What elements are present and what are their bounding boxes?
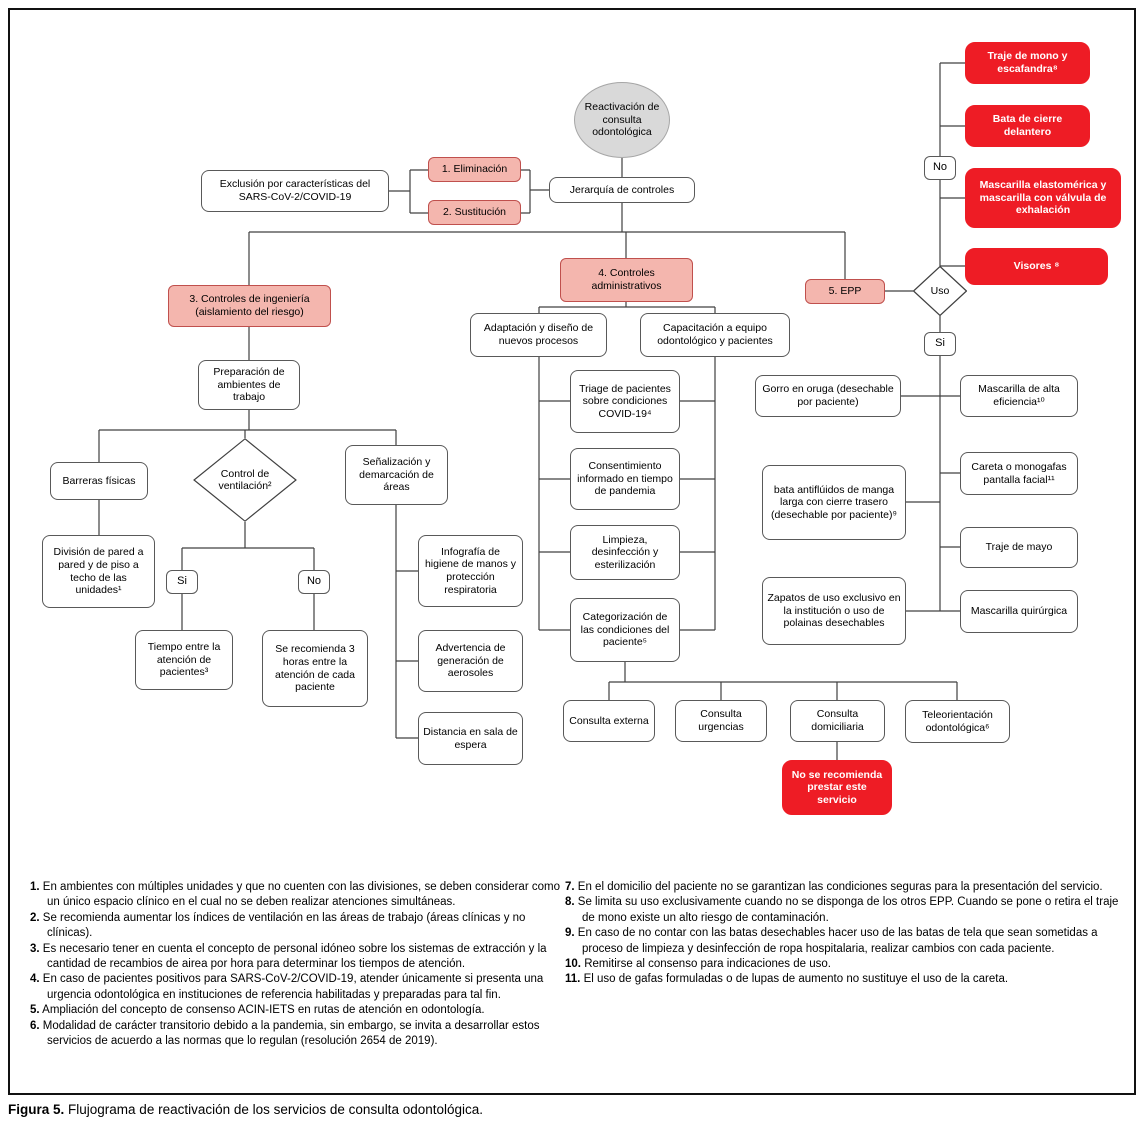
node-consulta-domiciliaria: Consulta domiciliaria <box>790 700 885 742</box>
node-sustitucion: 2. Sustitución <box>428 200 521 225</box>
node-jerarquia-controles: Jerarquía de controles <box>549 177 695 203</box>
node-visores: Visores ⁸ <box>965 248 1108 285</box>
footnotes-right-column: 7. En el domicilio del paciente no se ga… <box>565 880 1129 988</box>
footnote-11: 11. El uso de gafas formuladas o de lupa… <box>565 972 1129 987</box>
footnote-text: En caso de pacientes positivos para SARS… <box>42 973 544 1001</box>
node-mascarilla-alta-eficiencia: Mascarilla de alta eficiencia¹⁰ <box>960 375 1078 417</box>
footnote-number: 10. <box>565 958 581 971</box>
footnote-text: En el domicilio del paciente no se garan… <box>577 881 1103 893</box>
diamond-shape <box>913 266 967 316</box>
footnote-3: 3. Es necesario tener en cuenta el conce… <box>30 942 560 973</box>
footnote-number: 7. <box>565 881 575 893</box>
footnote-5: 5. Ampliación del concepto de consenso A… <box>30 1003 560 1018</box>
footnote-6: 6. Modalidad de carácter transitorio deb… <box>30 1019 560 1050</box>
node-zapatos-exclusivos: Zapatos de uso exclusivo en la instituci… <box>762 577 906 645</box>
node-consentimiento-informado: Consentimiento informado en tiempo de pa… <box>570 448 680 510</box>
node-traje-mono: Traje de mono y escafandra⁸ <box>965 42 1090 84</box>
node-teleorientacion: Teleorientación odontológica⁶ <box>905 700 1010 743</box>
node-careta-monogafas: Careta o monogafas pantalla facial¹¹ <box>960 452 1078 495</box>
node-exclusion-sars: Exclusión por características del SARS-C… <box>201 170 389 212</box>
footnote-number: 2. <box>30 911 40 924</box>
footnote-number: 9. <box>565 927 575 940</box>
node-consulta-externa: Consulta externa <box>563 700 655 742</box>
footnote-number: 11. <box>565 973 581 986</box>
node-distancia-espera: Distancia en sala de espera <box>418 712 523 765</box>
node-recomienda-3-horas: Se recomienda 3 horas entre la atención … <box>262 630 368 707</box>
node-consulta-urgencias: Consulta urgencias <box>675 700 767 742</box>
footnote-text: Se limita su uso exclusivamente cuando n… <box>577 896 1119 924</box>
footnote-7: 7. En el domicilio del paciente no se ga… <box>565 880 1129 895</box>
node-no-epp: No <box>924 156 956 180</box>
diagram-frame <box>8 8 1136 1095</box>
footnote-text: Se recomienda aumentar los índices de ve… <box>42 911 526 940</box>
footnotes-left-column: 1. En ambientes con múltiples unidades y… <box>30 880 560 1049</box>
figure-caption: Figura 5. Flujograma de reactivación de … <box>8 1102 483 1117</box>
node-controles-ingenieria: 3. Controles de ingeniería (aislamiento … <box>168 285 331 327</box>
node-eliminacion: 1. Eliminación <box>428 157 521 182</box>
node-bata-cierre: Bata de cierre delantero <box>965 105 1090 147</box>
node-epp: 5. EPP <box>805 279 885 304</box>
node-gorro-oruga: Gorro en oruga (desechable por paciente) <box>755 375 901 417</box>
node-no-ventilacion: No <box>298 570 330 594</box>
node-preparacion-ambientes: Preparación de ambientes de trabajo <box>198 360 300 410</box>
decision-control-ventilacion-label: Control de ventilación² <box>218 467 272 492</box>
footnote-number: 3. <box>30 942 40 955</box>
node-senalizacion-demarcacion: Señalización y demarcación de áreas <box>345 445 448 505</box>
figure-caption-text: Flujograma de reactivación de los servic… <box>68 1102 484 1117</box>
footnote-10: 10. Remitirse al consenso para indicacio… <box>565 957 1129 972</box>
footnote-number: 8. <box>565 896 575 909</box>
node-limpieza-desinfeccion: Limpieza, desinfección y esterilización <box>570 525 680 580</box>
diamond-shape <box>193 438 297 522</box>
decision-control-ventilacion: Control de ventilación² <box>193 438 297 522</box>
node-advertencia-aerosoles: Advertencia de generación de aerosoles <box>418 630 523 692</box>
footnote-text: En caso de no contar con las batas desec… <box>577 927 1098 955</box>
node-controles-administrativos: 4. Controles administrativos <box>560 258 693 302</box>
footnote-text: Es necesario tener en cuenta el concepto… <box>42 942 547 971</box>
decision-uso-label: Uso <box>930 284 950 297</box>
node-tiempo-atencion: Tiempo entre la atención de pacientes³ <box>135 630 233 690</box>
node-traje-mayo: Traje de mayo <box>960 527 1078 568</box>
footnote-text: Modalidad de carácter transitorio debido… <box>42 1019 540 1048</box>
node-division-pared: División de pared a pared y de piso a te… <box>42 535 155 608</box>
node-reactivacion-consulta: Reactivación de consulta odontológica <box>574 82 670 158</box>
footnote-text: Ampliación del concepto de consenso ACIN… <box>42 1004 485 1017</box>
node-no-se-recomienda: No se recomienda prestar este servicio <box>782 760 892 815</box>
node-barreras-fisicas: Barreras físicas <box>50 462 148 500</box>
footnote-text: En ambientes con múltiples unidades y qu… <box>42 881 560 909</box>
footnote-2: 2. Se recomienda aumentar los índices de… <box>30 911 560 942</box>
footnote-1: 1. En ambientes con múltiples unidades y… <box>30 880 560 911</box>
footnote-number: 4. <box>30 973 40 986</box>
footnote-number: 5. <box>30 1004 40 1017</box>
node-categorizacion-condiciones: Categorización de las condiciones del pa… <box>570 598 680 662</box>
node-infografia-higiene: Infografía de higiene de manos y protecc… <box>418 535 523 607</box>
node-mascarilla-quirurgica: Mascarilla quirúrgica <box>960 590 1078 633</box>
node-bata-antifluidos: bata antiflúidos de manga larga con cier… <box>762 465 906 540</box>
footnote-9: 9. En caso de no contar con las batas de… <box>565 926 1129 957</box>
node-triage-pacientes: Triage de pacientes sobre condiciones CO… <box>570 370 680 433</box>
decision-uso: Uso <box>913 266 967 316</box>
footnote-text: El uso de gafas formuladas o de lupas de… <box>583 973 1009 986</box>
node-adaptacion-procesos: Adaptación y diseño de nuevos procesos <box>470 313 607 357</box>
footnote-text: Remitirse al consenso para indicaciones … <box>584 958 831 971</box>
node-mascarilla-elastomerica: Mascarilla elastomérica y mascarilla con… <box>965 168 1121 228</box>
figure-caption-label: Figura 5. <box>8 1102 65 1117</box>
footnote-number: 6. <box>30 1019 40 1032</box>
node-capacitacion-equipo: Capacitación a equipo odontológico y pac… <box>640 313 790 357</box>
footnote-4: 4. En caso de pacientes positivos para S… <box>30 972 560 1003</box>
node-si-epp: Si <box>924 332 956 356</box>
node-si-ventilacion: Si <box>166 570 198 594</box>
footnote-8: 8. Se limita su uso exclusivamente cuand… <box>565 895 1129 926</box>
footnote-number: 1. <box>30 881 40 893</box>
